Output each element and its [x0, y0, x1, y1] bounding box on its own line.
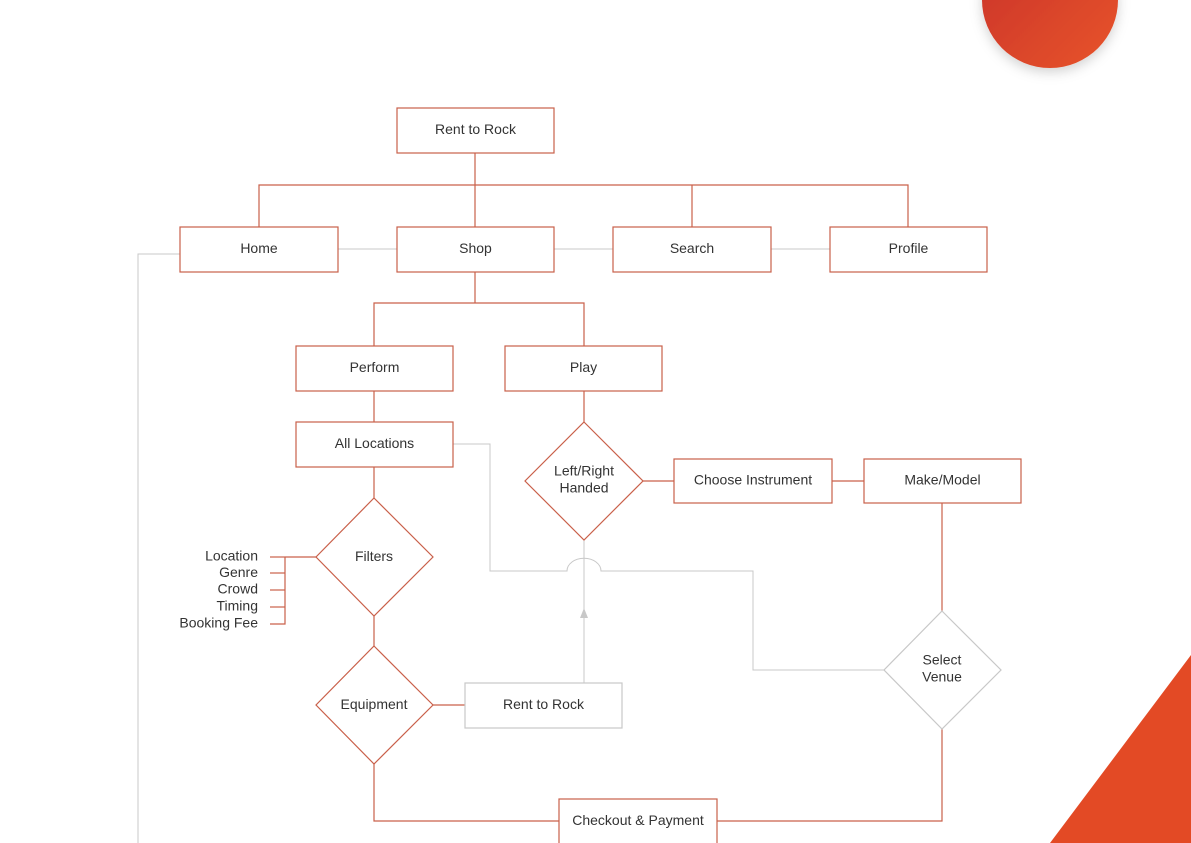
node-rent-to-rock-secondary[interactable]: Rent to Rock [464, 682, 623, 729]
node-filters-label: Filters [355, 548, 393, 564]
connector-perform-play [373, 302, 585, 346]
node-checkout[interactable]: Checkout & Payment [558, 798, 718, 843]
accent-connectors [258, 153, 943, 822]
node-profile-label: Profile [889, 240, 929, 256]
node-select-venue[interactable]: Select Venue [883, 610, 1002, 730]
node-all-locations[interactable]: All Locations [295, 421, 454, 468]
node-shop-label: Shop [459, 240, 492, 256]
node-play[interactable]: Play [504, 345, 663, 392]
decor-triangle [1050, 655, 1191, 843]
node-play-label: Play [570, 359, 597, 375]
filter-bracket [270, 557, 286, 625]
node-checkout-label: Checkout & Payment [572, 812, 704, 828]
node-choose-instrument-label: Choose Instrument [694, 472, 812, 488]
node-shop[interactable]: Shop [396, 226, 555, 273]
arrow-up-icon [580, 608, 588, 618]
connector-top-bar [258, 184, 909, 227]
decor-circle [982, 0, 1118, 68]
node-perform-label: Perform [350, 359, 400, 375]
connector-home-left-edge [137, 253, 180, 843]
node-filters[interactable]: Filters [315, 497, 434, 617]
filter-item-timing: Timing [217, 598, 259, 614]
node-equipment[interactable]: Equipment [315, 645, 434, 765]
node-equipment-label: Equipment [341, 696, 408, 712]
node-home[interactable]: Home [179, 226, 339, 273]
node-search-label: Search [670, 240, 714, 256]
node-make-model-label: Make/Model [904, 472, 980, 488]
node-select-venue-label-1: Select [923, 652, 962, 668]
filter-item-booking-fee: Booking Fee [179, 615, 258, 631]
node-make-model[interactable]: Make/Model [863, 458, 1022, 504]
node-left-right-label-2: Handed [559, 480, 608, 496]
node-search[interactable]: Search [612, 226, 772, 273]
connector-equipment-checkout [373, 764, 559, 822]
node-profile[interactable]: Profile [829, 226, 988, 273]
filter-item-location: Location [205, 548, 258, 564]
light-connectors [137, 248, 884, 843]
filter-item-crowd: Crowd [218, 581, 258, 597]
node-root[interactable]: Rent to Rock [396, 107, 555, 154]
node-left-right-handed[interactable]: Left/Right Handed [524, 421, 644, 541]
node-rent-to-rock-secondary-label: Rent to Rock [503, 696, 585, 712]
node-choose-instrument[interactable]: Choose Instrument [673, 458, 833, 504]
connector-venue-checkout [717, 729, 943, 822]
node-left-right-label-1: Left/Right [554, 463, 614, 479]
node-select-venue-label-2: Venue [922, 669, 962, 685]
filter-list: Location Genre Crowd Timing Booking Fee [179, 548, 258, 631]
node-all-locations-label: All Locations [335, 435, 414, 451]
node-root-label: Rent to Rock [435, 121, 517, 137]
filter-item-genre: Genre [219, 564, 258, 580]
node-perform[interactable]: Perform [295, 345, 454, 392]
node-home-label: Home [240, 240, 278, 256]
